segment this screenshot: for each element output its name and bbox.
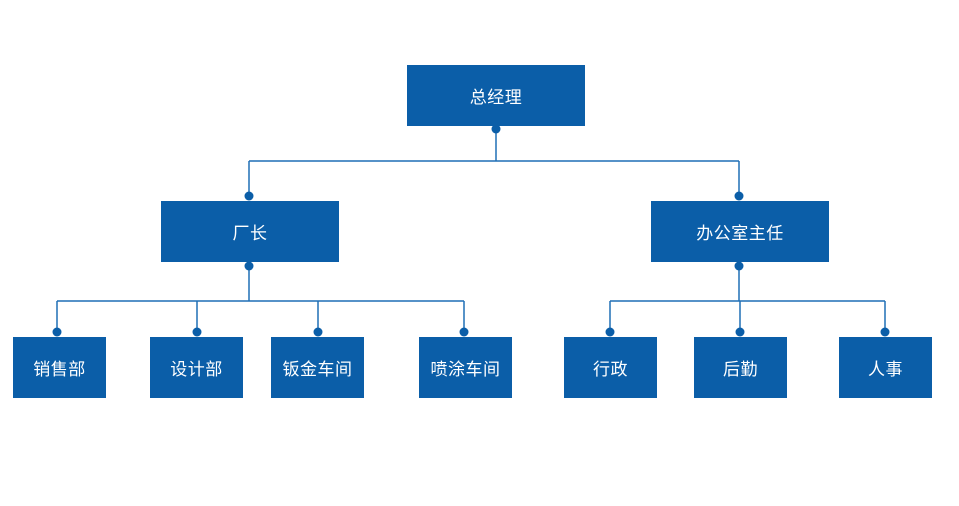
node-office-director: 办公室主任 xyxy=(651,201,829,262)
connector-dot xyxy=(192,327,202,337)
node-general-manager: 总经理 xyxy=(407,65,585,126)
node-sales-department: 销售部 xyxy=(13,337,106,398)
node-painting-workshop: 喷涂车间 xyxy=(419,337,512,398)
node-design-department: 设计部 xyxy=(150,337,243,398)
connector-dot xyxy=(735,327,745,337)
node-sheet-metal-workshop: 钣金车间 xyxy=(271,337,364,398)
node-logistics: 后勤 xyxy=(694,337,787,398)
connector-dot xyxy=(52,327,62,337)
connector-dot xyxy=(605,327,615,337)
connector-dot xyxy=(313,327,323,337)
connector-dot xyxy=(491,124,501,134)
connector-dot xyxy=(734,261,744,271)
node-human-resources: 人事 xyxy=(839,337,932,398)
connector-dot xyxy=(880,327,890,337)
node-factory-director: 厂长 xyxy=(161,201,339,262)
connector-dot xyxy=(459,327,469,337)
node-administration: 行政 xyxy=(564,337,657,398)
connector-dot xyxy=(244,191,254,201)
connector-dot xyxy=(734,191,744,201)
connector-dot xyxy=(244,261,254,271)
